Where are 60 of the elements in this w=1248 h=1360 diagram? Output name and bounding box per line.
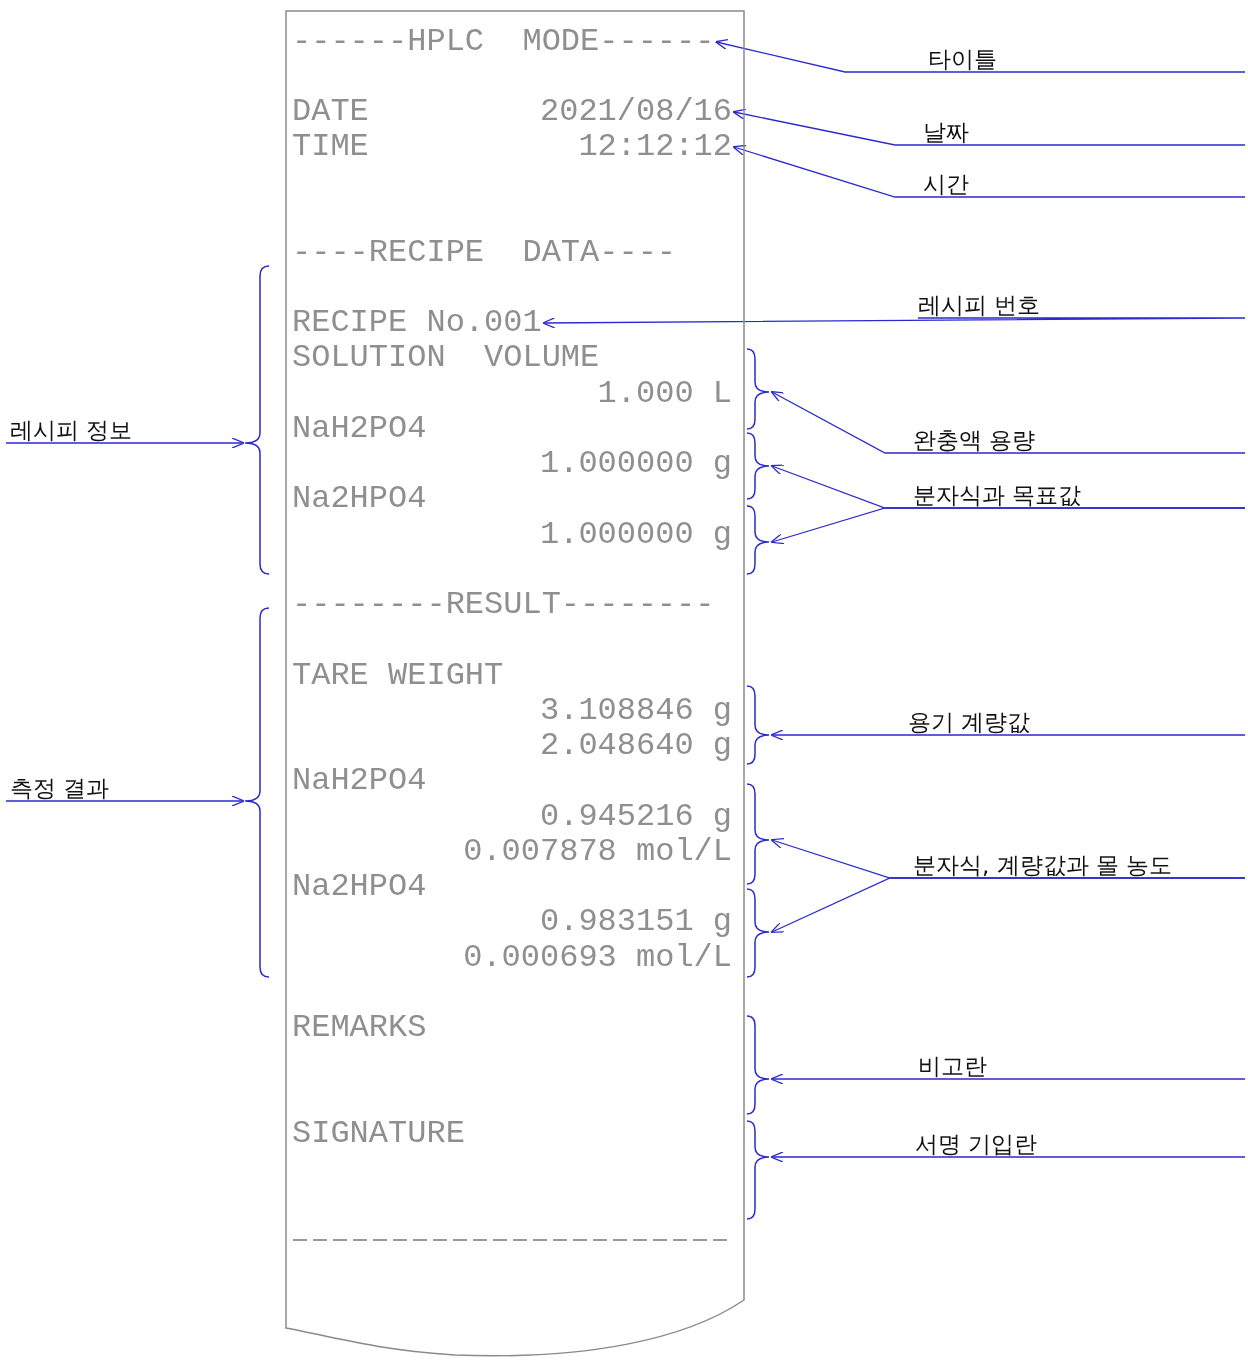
annotation-label: 완충액 용량 — [913, 425, 1036, 453]
printed-value: 0.007878 mol/L — [292, 834, 732, 870]
leader-line — [732, 108, 1246, 146]
printed-label: Na2HPO4 — [292, 481, 427, 517]
curly-bracket — [746, 685, 770, 765]
printed-value: 0.000693 mol/L — [292, 940, 732, 976]
printed-heading: --------RESULT-------- — [292, 587, 715, 623]
annotation-label: 분자식, 계량값과 몰 농도 — [913, 850, 1173, 878]
curly-bracket — [244, 607, 270, 978]
printed-label: SIGNATURE — [292, 1116, 465, 1152]
annotation-label: 날짜 — [923, 117, 969, 145]
printed-label: Na2HPO4 — [292, 869, 427, 905]
leader-line — [770, 390, 1246, 454]
leader-line — [770, 877, 1246, 934]
annotation-label: 용기 계량값 — [908, 707, 1031, 735]
printed-value: 1.000000 g — [292, 517, 732, 553]
curly-bracket — [746, 505, 770, 575]
printed-label: NaH2PO4 — [292, 411, 427, 447]
annotation-label: 분자식과 목표값 — [913, 480, 1082, 508]
leader-line — [542, 317, 1246, 329]
leader-line — [770, 1073, 1246, 1085]
printed-label: RECIPE No.001 — [292, 305, 542, 341]
curly-bracket — [746, 783, 770, 885]
leader-line — [770, 1151, 1246, 1163]
printed-value: 0.983151 g — [292, 904, 732, 940]
annotation-label: 시간 — [923, 169, 969, 197]
curly-bracket — [746, 432, 770, 500]
printed-label: SOLUTION VOLUME — [292, 340, 600, 376]
leader-line — [732, 144, 1246, 198]
leader-line — [714, 39, 1246, 73]
printed-value: 12:12:12 — [500, 129, 732, 165]
leader-line — [770, 729, 1246, 741]
printed-label: NaH2PO4 — [292, 763, 427, 799]
curly-bracket — [746, 348, 770, 430]
annotation-label: 측정 결과 — [10, 773, 110, 801]
printed-label: DATE — [292, 94, 369, 130]
printed-label: TARE WEIGHT — [292, 658, 504, 694]
curly-bracket — [746, 1015, 770, 1115]
printed-value: 1.000 L — [292, 376, 732, 412]
printed-label: REMARKS — [292, 1010, 427, 1046]
curly-bracket — [746, 1120, 770, 1220]
receipt-paper — [285, 10, 745, 1360]
printed-heading: ------HPLC MODE------ — [292, 24, 715, 60]
printed-value: 3.108846 g — [292, 693, 732, 729]
annotation-label: 비고란 — [918, 1051, 987, 1079]
printed-value: 1.000000 g — [292, 446, 732, 482]
leader-line — [770, 507, 1246, 545]
printed-heading: ----RECIPE DATA---- — [292, 235, 677, 271]
printed-value: 2021/08/16 — [500, 94, 732, 130]
annotation-label: 레시피 정보 — [10, 415, 133, 443]
curly-bracket — [244, 265, 270, 575]
printed-value: 0.945216 g — [292, 799, 732, 835]
curly-bracket — [746, 888, 770, 978]
printed-value: 2.048640 g — [292, 728, 732, 764]
leader-line — [5, 795, 245, 807]
annotation-label: 레시피 번호 — [918, 290, 1041, 318]
annotation-label: 서명 기입란 — [915, 1129, 1038, 1157]
leader-line — [5, 437, 245, 449]
annotation-label: 타이틀 — [928, 44, 997, 72]
printed-label: TIME — [292, 129, 369, 165]
